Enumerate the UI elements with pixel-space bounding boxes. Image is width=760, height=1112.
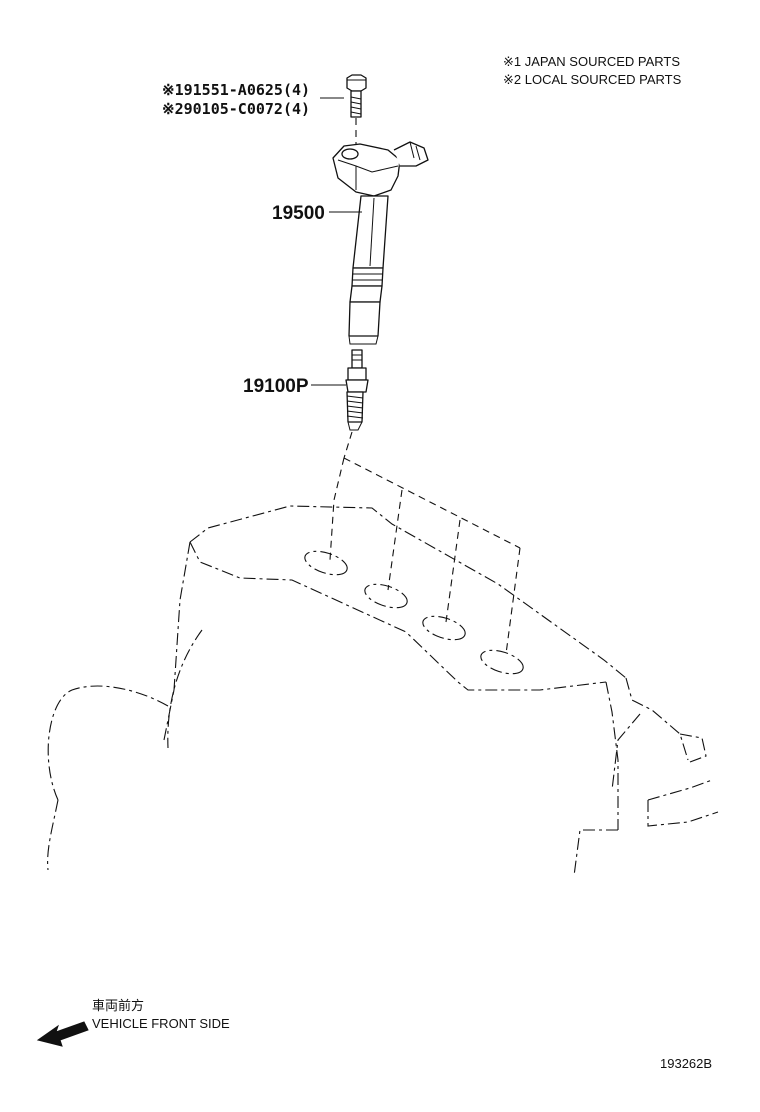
callout-ignition-coil[interactable]: 19500 xyxy=(272,203,325,224)
ignition-coil-part[interactable] xyxy=(332,141,429,345)
engine-block-outline xyxy=(47,505,719,877)
installation-guide-lines xyxy=(329,431,521,655)
bolt-part[interactable] xyxy=(346,74,367,118)
direction-label-jp: 車両前方 xyxy=(92,998,144,1013)
direction-label-en: VEHICLE FRONT SIDE xyxy=(92,1016,230,1031)
spark-plug-part[interactable] xyxy=(345,349,369,431)
callout-spark-plug[interactable]: 19100P xyxy=(243,376,309,397)
legend-local-sourced: ※2 LOCAL SOURCED PARTS xyxy=(503,72,682,87)
callout-bolt-local[interactable]: ※290105-C0072(4) xyxy=(162,100,310,118)
front-arrow-icon xyxy=(36,1021,89,1047)
figure-id: 193262B xyxy=(660,1056,712,1071)
cylinder-holes xyxy=(304,550,524,675)
legend-japan-sourced: ※1 JAPAN SOURCED PARTS xyxy=(503,54,680,69)
callout-bolt-japan[interactable]: ※191551-A0625(4) xyxy=(162,81,310,99)
